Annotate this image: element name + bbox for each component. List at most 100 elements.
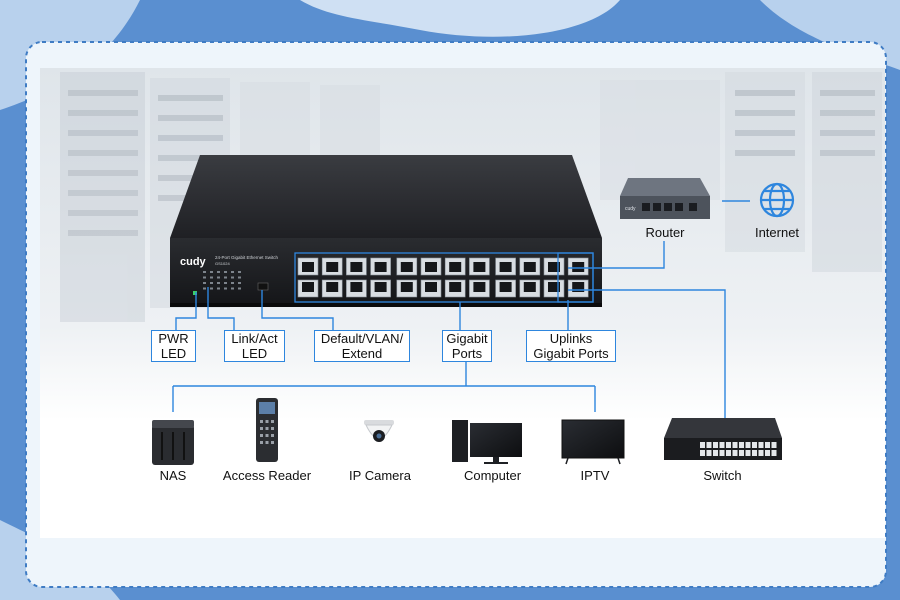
- ethernet-port-socket: [572, 262, 585, 272]
- small-switch-port: [758, 450, 764, 456]
- ethernet-port-socket: [302, 282, 314, 292]
- nas-icon: [152, 420, 194, 465]
- switch-top-face: [170, 155, 602, 238]
- link-act-led: [224, 287, 227, 290]
- link-act-led: [231, 271, 234, 273]
- link-act-led: [210, 271, 213, 273]
- link-act-led: [203, 282, 206, 284]
- ethernet-port-socket: [449, 282, 462, 292]
- access-reader-label: Access Reader: [222, 468, 312, 483]
- ethernet-port-socket: [473, 262, 486, 272]
- secondary-switch-icon: [664, 418, 782, 460]
- switch-brand-logo: cudy: [180, 256, 207, 268]
- small-switch-port: [700, 442, 705, 448]
- callout-uplinks-line2: Gigabit Ports: [533, 346, 609, 361]
- link-act-led: [217, 276, 220, 279]
- link-act-led: [238, 276, 241, 279]
- callout-pwr-led-line1: PWR: [158, 331, 189, 346]
- ip-camera-icon: [364, 420, 394, 442]
- ethernet-port-socket: [326, 262, 339, 272]
- link-act-led: [238, 282, 241, 284]
- mode-button: [257, 282, 269, 291]
- small-switch-port: [726, 450, 731, 456]
- ethernet-port-socket: [548, 262, 560, 272]
- link-act-led: [231, 282, 234, 284]
- link-act-led: [203, 276, 206, 279]
- callout-gigabit-ports-line1: Gigabit: [446, 331, 488, 346]
- connector-lines: [172, 200, 750, 418]
- ethernet-port-socket: [374, 282, 387, 292]
- ethernet-port-socket: [350, 262, 363, 272]
- link-act-led: [231, 287, 234, 290]
- link-act-led: [203, 271, 206, 273]
- router-device: cudy: [620, 178, 710, 219]
- ethernet-port-socket: [548, 282, 560, 292]
- callout-gigabit-ports-line2: Ports: [451, 346, 483, 361]
- computer-label: Computer: [463, 468, 522, 483]
- ip-camera-label: IP Camera: [349, 468, 411, 483]
- main-switch: cudy 24-Port Gigabit Ethernet Switch GS1…: [170, 155, 602, 307]
- ethernet-port-socket: [449, 262, 462, 272]
- ethernet-port-socket: [572, 282, 585, 292]
- callout-link-act-led-line1: Link/Act: [231, 331, 278, 346]
- switch-model-code: GS1024: [215, 261, 230, 266]
- link-act-led: [224, 271, 227, 273]
- ethernet-port-socket: [302, 262, 314, 272]
- link-act-led: [224, 282, 227, 284]
- nas-label: NAS: [159, 468, 187, 483]
- gigabit-port-array: [297, 257, 589, 298]
- small-switch-port: [706, 450, 712, 456]
- ethernet-port-socket: [374, 262, 387, 272]
- bg-wave-top: [300, 0, 620, 37]
- link-act-led: [231, 276, 234, 279]
- ethernet-port-socket: [400, 282, 413, 292]
- small-switch-port: [732, 450, 738, 456]
- internet-label: Internet: [754, 225, 800, 240]
- access-reader-icon: [256, 398, 278, 462]
- ethernet-port-socket: [350, 282, 363, 292]
- small-switch-port: [726, 442, 731, 448]
- link-act-led: [210, 282, 213, 284]
- link-act-led: [210, 276, 213, 279]
- small-switch-port: [713, 442, 718, 448]
- small-switch-port: [771, 442, 777, 448]
- small-switch-port: [706, 442, 712, 448]
- switch-model-title: 24-Port Gigabit Ethernet Switch: [215, 255, 279, 260]
- ethernet-port-socket: [425, 282, 437, 292]
- link-act-led: [217, 271, 220, 273]
- callout-pwr-led-line2: LED: [160, 346, 187, 361]
- router-label: Router: [645, 225, 685, 240]
- link-act-led: [238, 271, 241, 273]
- iptv-icon: [561, 419, 625, 465]
- link-act-led: [203, 287, 206, 290]
- small-switch-port: [739, 442, 744, 448]
- small-switch-port: [713, 450, 718, 456]
- small-switch-port: [771, 450, 777, 456]
- callout-default-vlan-extend: Default/VLAN/Extend: [314, 330, 410, 362]
- ethernet-port-socket: [499, 262, 512, 272]
- ethernet-port-socket: [473, 282, 486, 292]
- link-act-led: [224, 276, 227, 279]
- callout-default-vlan-extend-line1: Default/VLAN/: [320, 331, 404, 346]
- ethernet-port-socket: [326, 282, 339, 292]
- link-act-led: [210, 287, 213, 290]
- small-switch-port: [745, 442, 751, 448]
- globe-icon: [759, 182, 795, 218]
- small-switch-port: [719, 450, 725, 456]
- link-act-led-grid: [203, 271, 241, 290]
- callout-default-vlan-extend-line2: Extend: [341, 346, 383, 361]
- link-act-led: [238, 287, 241, 290]
- small-switch-port: [765, 450, 770, 456]
- small-switch-port: [739, 450, 744, 456]
- pwr-led: [193, 291, 197, 295]
- small-switch-port: [732, 442, 738, 448]
- small-switch-port: [719, 442, 725, 448]
- ethernet-port-socket: [499, 282, 512, 292]
- small-switch-port: [752, 442, 757, 448]
- callout-link-act-led-line2: LED: [241, 346, 268, 361]
- uplink-ports-highlight: [557, 252, 594, 303]
